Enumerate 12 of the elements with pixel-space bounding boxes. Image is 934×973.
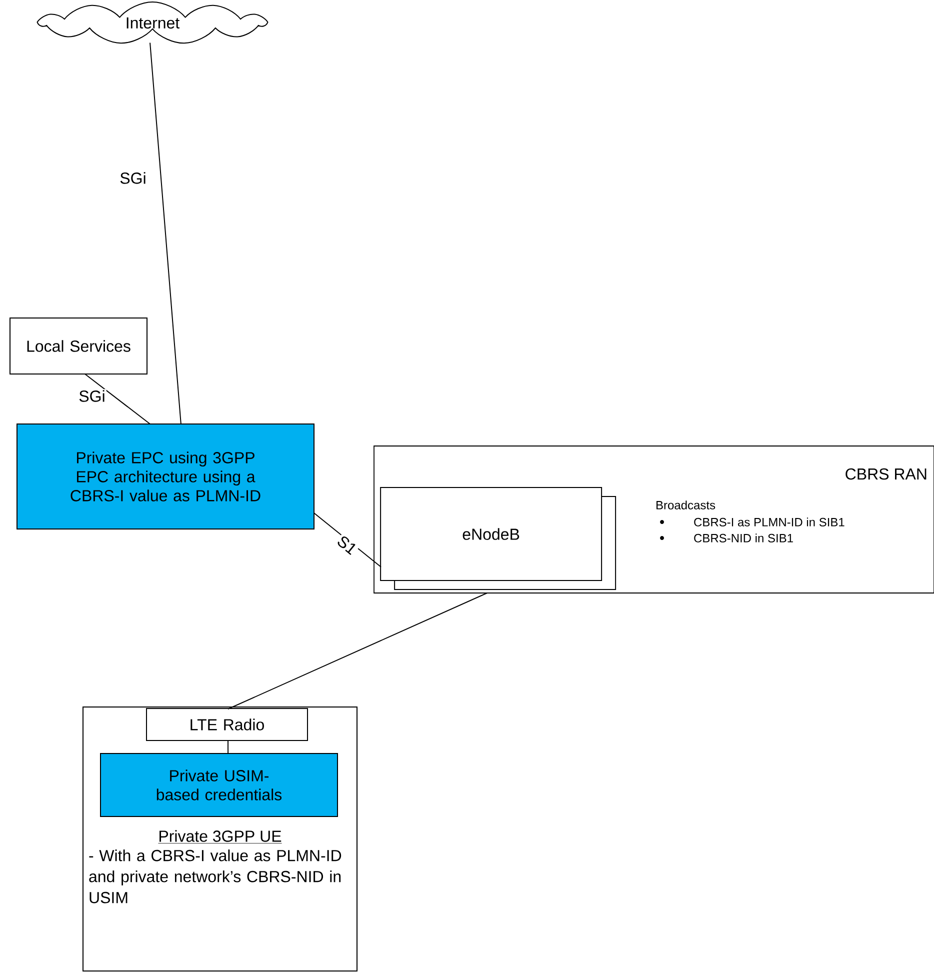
connector-line [227, 592, 488, 710]
connector-line [84, 374, 151, 424]
edge-label: SGi [118, 171, 148, 185]
cloud: Internet [36, 2, 268, 44]
enodeb-box: eNodeB [380, 487, 616, 590]
radio-box: LTE Radio [146, 708, 308, 741]
core-network-box: Private EPC using 3GPP EPC architecture using a CBRS-I value as PLMN-ID [16, 424, 314, 530]
connector-line [227, 740, 229, 754]
edge-label: SGi [78, 389, 106, 403]
edge-label: S1 [334, 533, 360, 557]
credentials-box: Private USIM-based credentials [100, 753, 338, 817]
service-box: Local Services [10, 318, 148, 374]
